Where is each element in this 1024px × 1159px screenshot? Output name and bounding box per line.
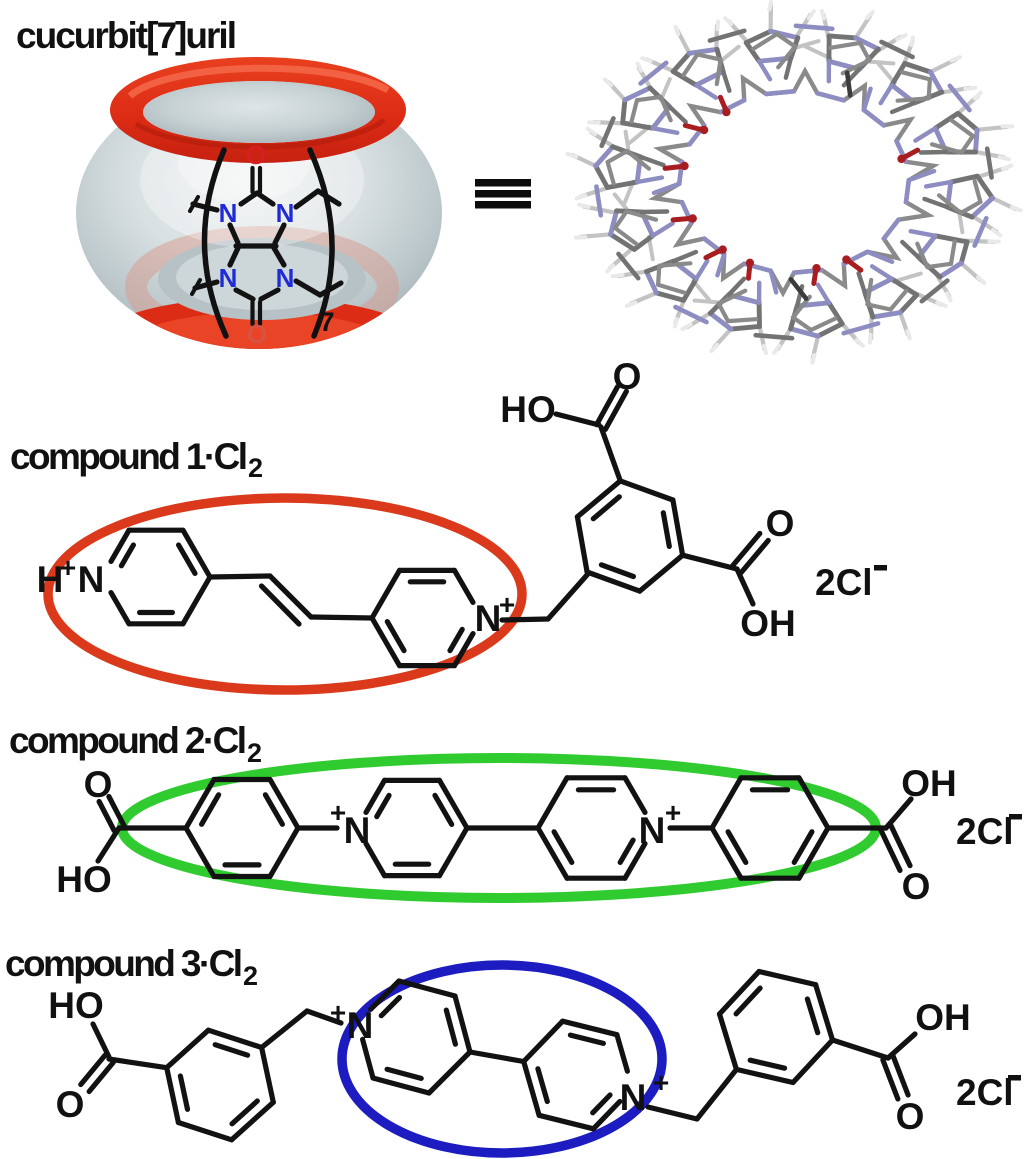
svg-text:compound 2·Cl: compound 2·Cl xyxy=(9,720,247,761)
svg-text:OH: OH xyxy=(901,763,957,804)
svg-text:HO: HO xyxy=(56,859,112,900)
svg-text:O: O xyxy=(766,503,795,544)
svg-text:N: N xyxy=(620,1077,647,1118)
svg-text:N: N xyxy=(276,198,295,228)
svg-text:2Cl: 2Cl xyxy=(956,811,1014,852)
svg-text:+: + xyxy=(499,589,515,620)
svg-text:7: 7 xyxy=(319,307,334,337)
svg-text:HO: HO xyxy=(500,389,556,430)
svg-text:O: O xyxy=(247,319,267,349)
svg-text:cucurbit[7]uril: cucurbit[7]uril xyxy=(16,15,237,56)
svg-text:+: + xyxy=(665,797,681,828)
svg-text:HO: HO xyxy=(48,985,104,1026)
svg-text:O: O xyxy=(902,866,931,907)
svg-text:+: + xyxy=(330,997,346,1028)
svg-text:2: 2 xyxy=(247,738,262,768)
svg-text:2Cl: 2Cl xyxy=(815,562,873,603)
svg-text:OH: OH xyxy=(915,997,971,1038)
svg-text:O: O xyxy=(613,356,642,397)
svg-text:compound 1·Cl: compound 1·Cl xyxy=(10,436,248,477)
svg-text:O: O xyxy=(246,140,266,170)
svg-text:2: 2 xyxy=(248,453,263,483)
svg-text:+: + xyxy=(653,1067,669,1098)
svg-text:N: N xyxy=(276,263,295,293)
svg-text:N: N xyxy=(475,598,502,639)
svg-text:N: N xyxy=(219,198,238,228)
svg-text:compound 3·Cl: compound 3·Cl xyxy=(5,943,243,984)
svg-text:OH: OH xyxy=(740,603,796,644)
svg-text:+: + xyxy=(60,552,76,583)
svg-text:H: H xyxy=(37,559,64,600)
svg-text:O: O xyxy=(896,1096,925,1137)
svg-text:+: + xyxy=(330,797,346,828)
svg-text:N: N xyxy=(78,559,105,600)
svg-text:N: N xyxy=(219,263,238,293)
svg-text:N: N xyxy=(347,1005,374,1046)
svg-text:N: N xyxy=(639,810,666,851)
svg-text:O: O xyxy=(56,1084,85,1125)
svg-text:2: 2 xyxy=(243,961,258,991)
svg-text:2Cl: 2Cl xyxy=(956,1072,1014,1113)
